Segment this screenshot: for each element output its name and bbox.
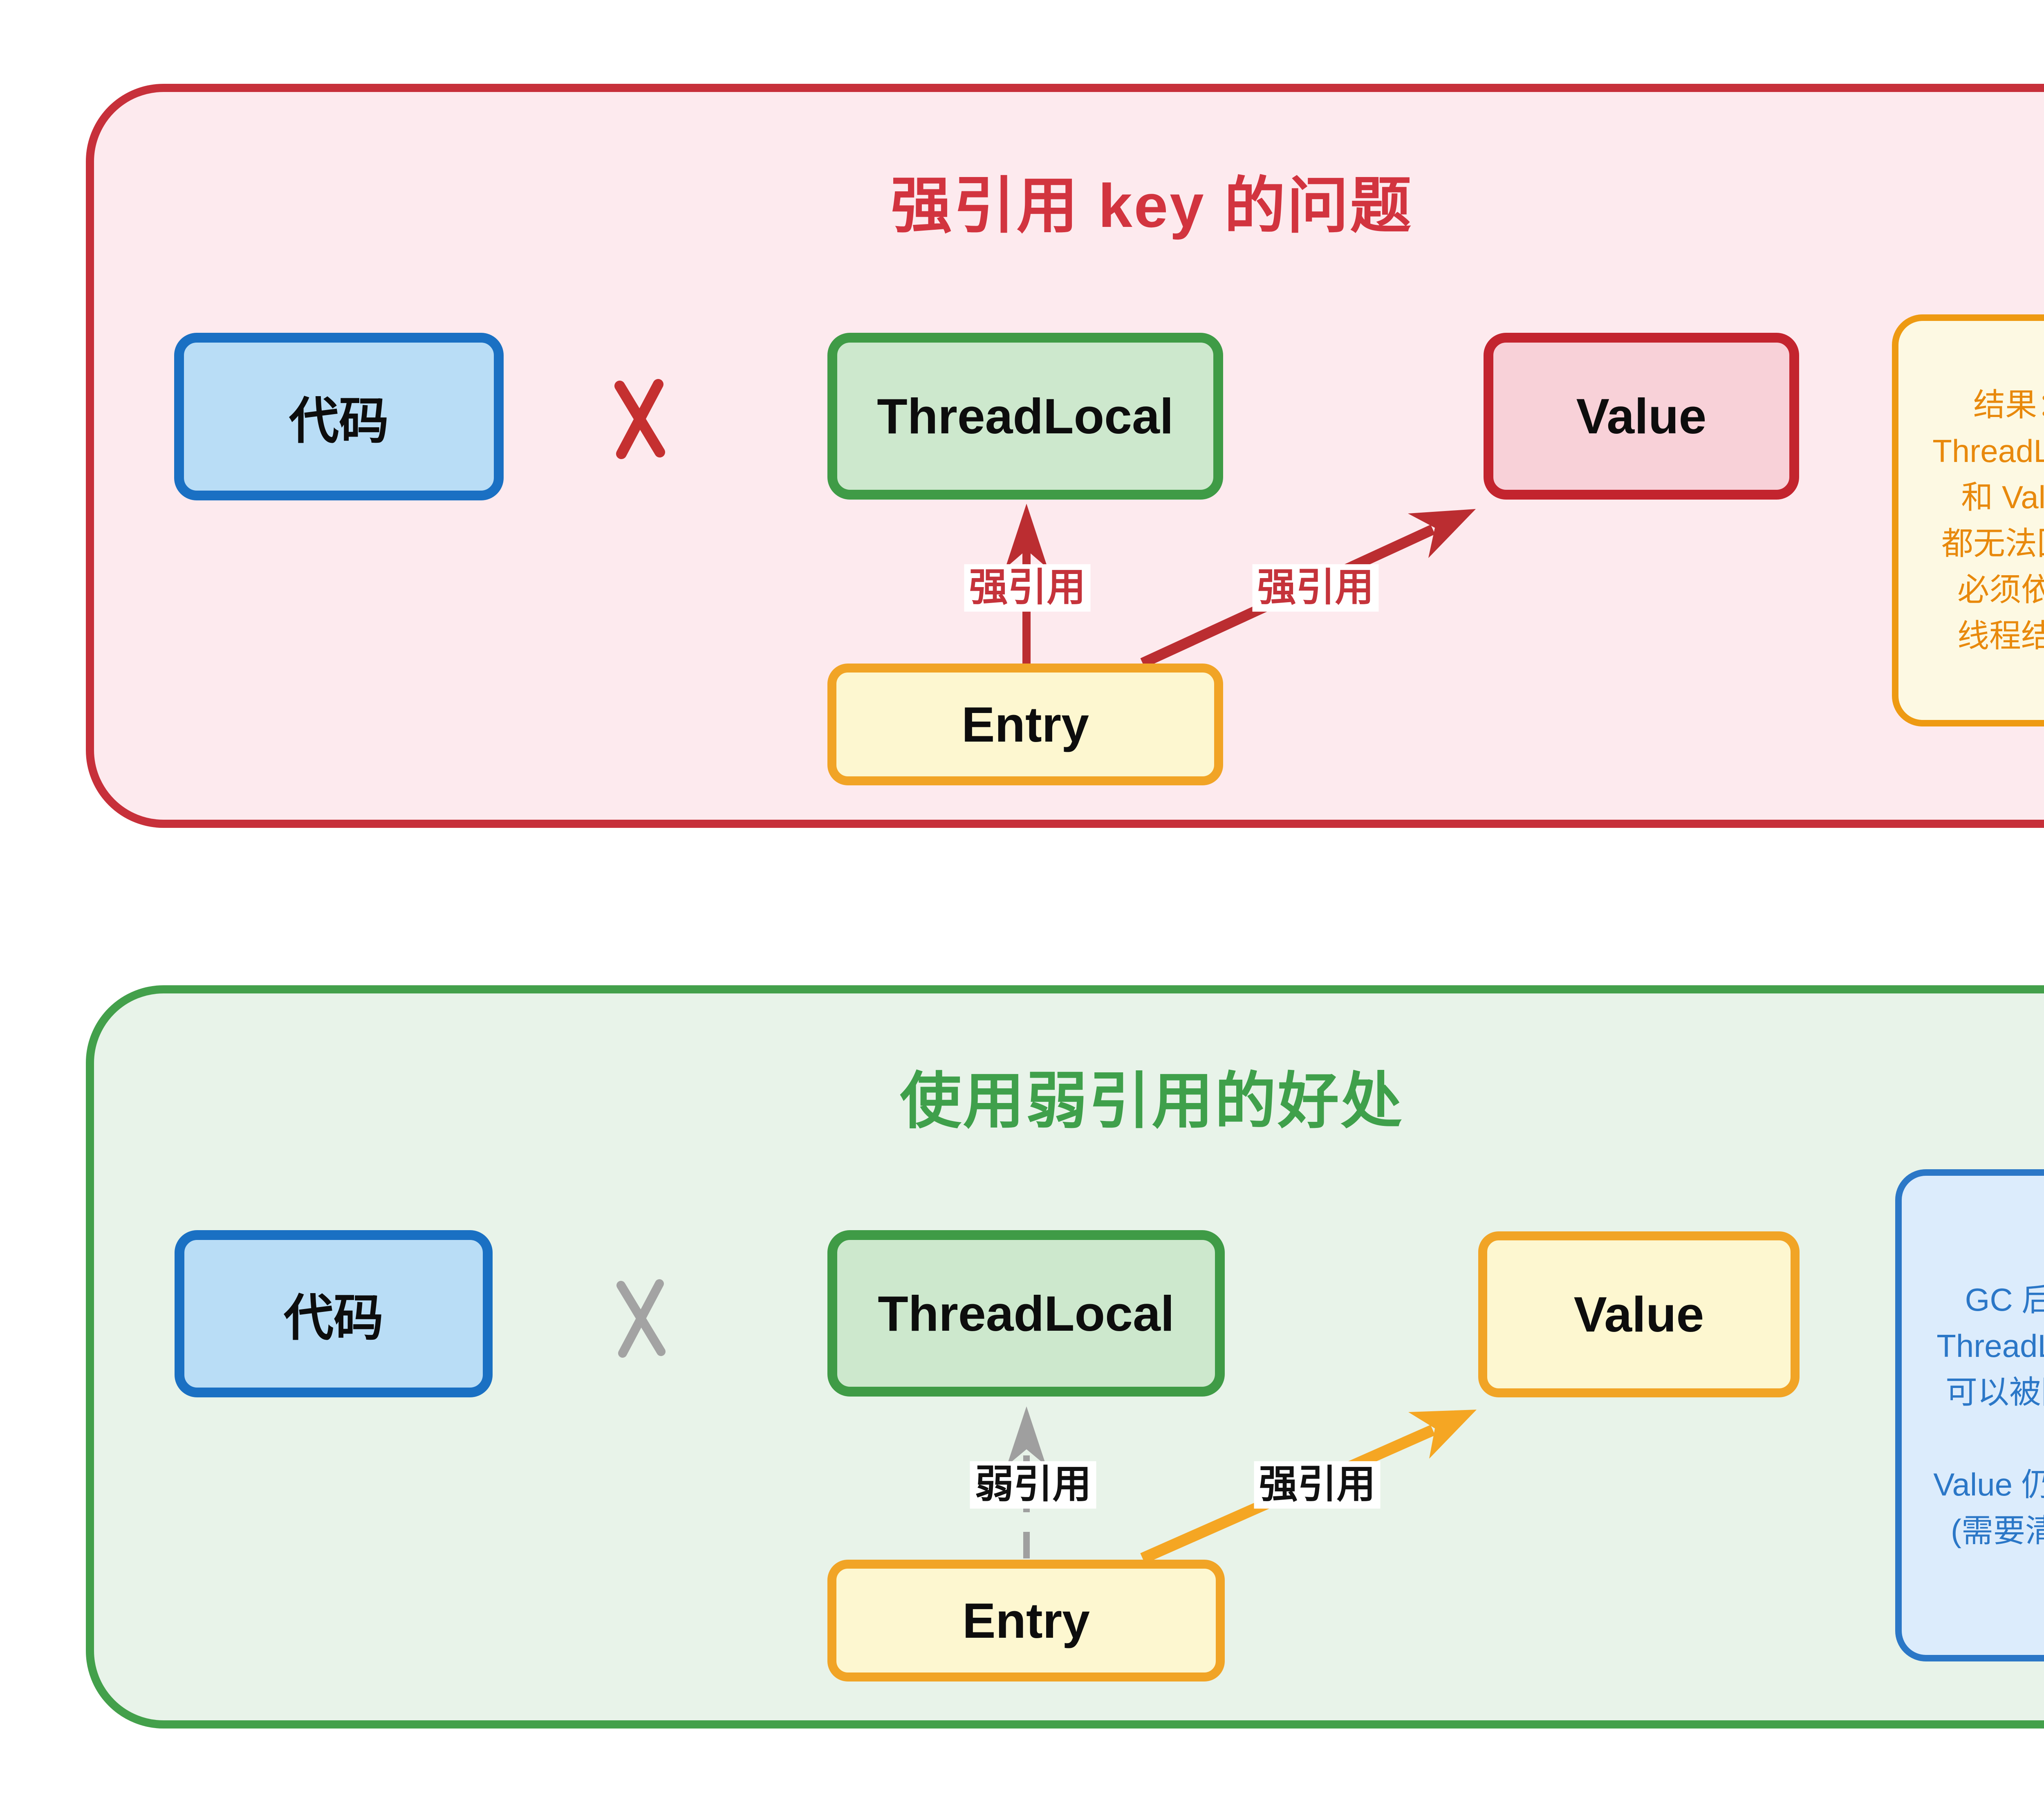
bottom-value-label: Value	[1573, 1287, 1704, 1342]
top-weakstrong-arrow-label-1: 强引用	[964, 564, 1091, 612]
note-line: 必须依赖	[1957, 572, 2044, 608]
note-line: ThreadLocal	[1932, 433, 2044, 469]
bottom-threadlocal-box: ThreadLocal	[827, 1230, 1225, 1397]
bottom-value-box: Value	[1478, 1231, 1800, 1397]
note-line: Value 仍存在	[1933, 1466, 2044, 1503]
note-line: (需要清理)	[1951, 1513, 2044, 1549]
bottom-gc-note: GC 后： ThreadLocal 可以被回收 Value 仍存在 (需要清理)	[1895, 1169, 2044, 1661]
bottom-code-label: 代码	[284, 1290, 383, 1346]
bottom-entry-box: Entry	[827, 1560, 1225, 1681]
top-code-box: 代码	[174, 333, 504, 500]
top-value-box: Value	[1484, 333, 1799, 500]
note-line: 可以被回收	[1945, 1374, 2044, 1410]
top-result-note: 结果： ThreadLocal 和 Value 都无法回收 必须依赖 线程结束	[1892, 314, 2044, 726]
top-entry-box: Entry	[827, 664, 1223, 785]
top-code-label: 代码	[289, 393, 389, 449]
note-line: 结果：	[1973, 386, 2044, 423]
top-strong-arrow-label-2: 强引用	[1252, 564, 1379, 612]
note-line: 都无法回收	[1941, 525, 2044, 561]
top-value-label: Value	[1576, 388, 1707, 444]
top-panel-title: 强引用 key 的问题	[890, 171, 1413, 240]
bottom-entry-label: Entry	[962, 1593, 1090, 1648]
bottom-panel-title: 使用弱引用的好处	[900, 1067, 1404, 1135]
top-threadlocal-label: ThreadLocal	[877, 388, 1174, 444]
bottom-threadlocal-label: ThreadLocal	[878, 1285, 1174, 1341]
bottom-weak-arrow-label: 弱引用	[970, 1461, 1096, 1509]
bottom-code-box: 代码	[175, 1230, 493, 1397]
note-line: ThreadLocal	[1936, 1327, 2044, 1364]
note-line: GC 后：	[1965, 1281, 2044, 1318]
note-line: 线程结束	[1957, 618, 2044, 654]
bottom-strong-arrow-label: 强引用	[1254, 1461, 1381, 1509]
top-threadlocal-box: ThreadLocal	[827, 333, 1223, 500]
note-line: 和 Value	[1961, 479, 2044, 515]
top-entry-label: Entry	[961, 697, 1089, 752]
